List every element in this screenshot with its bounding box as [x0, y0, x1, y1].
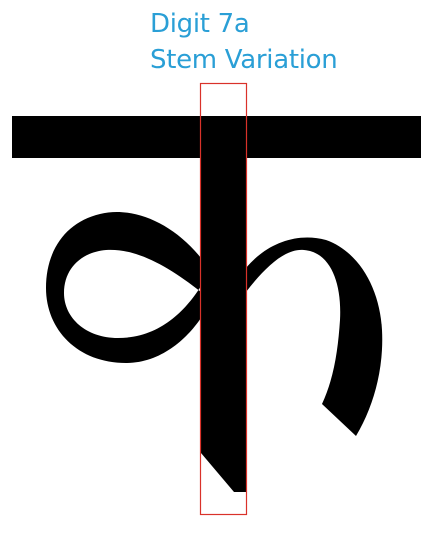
caption-subtitle: Stem Variation	[150, 45, 338, 75]
devanagari-ka-glyph	[12, 116, 421, 492]
figure-caption: Digit 7a Stem Variation	[150, 6, 338, 78]
caption-title: Digit 7a	[150, 9, 250, 39]
glyph-stem	[201, 150, 246, 492]
stem-highlight-box	[199, 82, 248, 516]
glyph-right-hook	[246, 237, 383, 436]
glyph-left-loop	[46, 211, 201, 363]
